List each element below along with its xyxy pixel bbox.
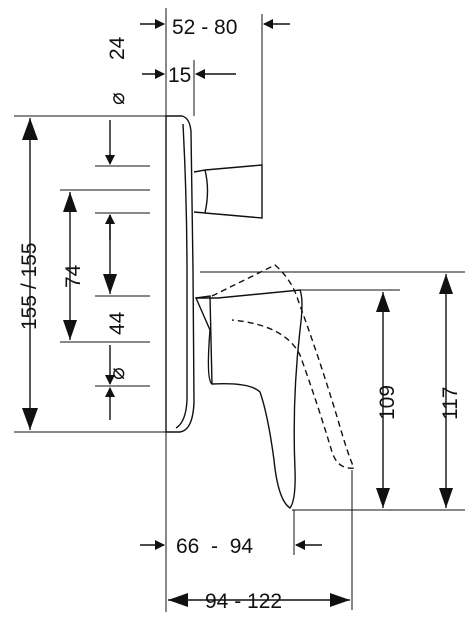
- lever-handle-base: [195, 295, 213, 385]
- dim-label-15: 15: [168, 64, 191, 87]
- dim-label-diameter-24: 24: [106, 36, 129, 60]
- wall-plate-outline: [166, 115, 195, 433]
- dim-label-52-80: 52 - 80: [172, 16, 237, 39]
- dim-label-94-122: 94 - 122: [205, 590, 282, 613]
- lever-alt-position: [211, 264, 356, 469]
- dim-label-109: 109: [376, 385, 399, 420]
- diameter-symbol-bottom: ⌀: [106, 367, 129, 380]
- wall-plate-inner-curve: [175, 123, 188, 429]
- diverter-knob-body: [204, 164, 263, 219]
- lever-handle: [194, 289, 303, 509]
- diverter-knob: [193, 169, 209, 214]
- dim-label-74: 74: [62, 264, 85, 288]
- dim-label-44: 44: [106, 311, 129, 335]
- dim-label-155-155: 155 / 155: [18, 242, 41, 330]
- dim-label-117: 117: [439, 387, 462, 420]
- dim-label-66-94: 66 - 94: [176, 535, 253, 558]
- diameter-symbol-top: ⌀: [106, 92, 129, 105]
